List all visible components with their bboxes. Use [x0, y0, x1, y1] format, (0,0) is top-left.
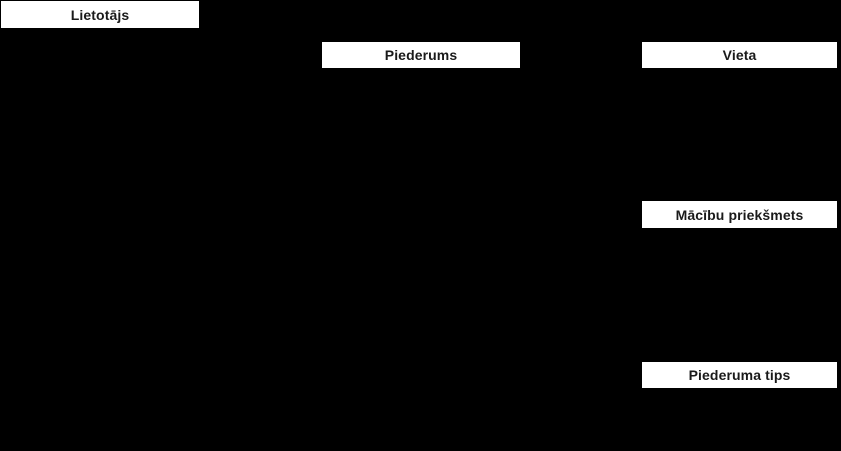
entity-label: Mācību priekšmets: [675, 206, 804, 223]
entity-header-macibu-prieksmets[interactable]: Mācību priekšmets: [641, 200, 838, 229]
entity-label: Vieta: [722, 47, 757, 63]
entity-header-piederums[interactable]: Piederums: [321, 41, 521, 69]
entity-label: Piederuma tips: [688, 367, 791, 383]
entity-header-piederuma-tips[interactable]: Piederuma tips: [641, 361, 838, 389]
entity-header-vieta[interactable]: Vieta: [641, 41, 838, 69]
entity-header-lietotajs[interactable]: Lietotājs: [0, 0, 200, 29]
entity-label: Lietotājs: [70, 6, 130, 23]
entity-label: Piederums: [384, 47, 458, 63]
